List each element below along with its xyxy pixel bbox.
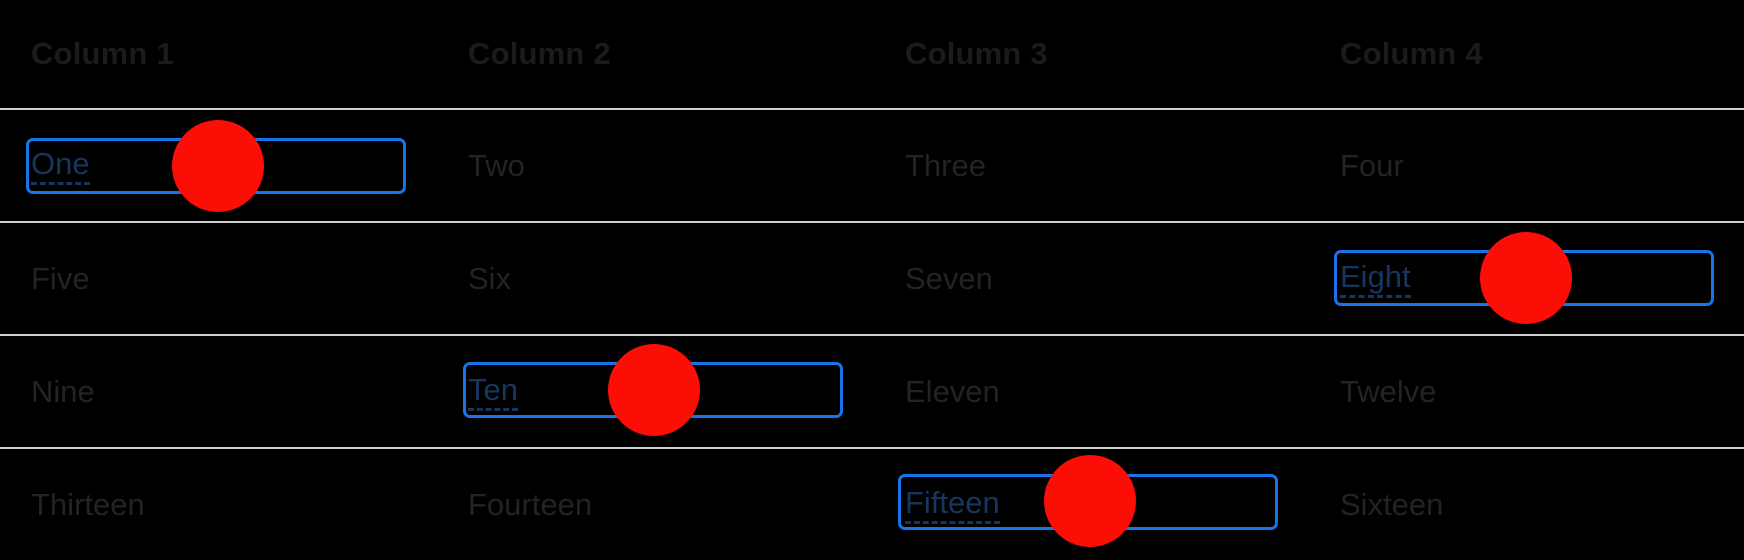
- table-cell: One: [0, 109, 437, 223]
- table-cell: Fourteen: [437, 448, 874, 560]
- table-row: Five Six Seven Eight: [0, 222, 1744, 336]
- table-cell: Twelve: [1309, 335, 1744, 449]
- table-cell: Seven: [874, 222, 1309, 336]
- table-cell: Nine: [0, 335, 437, 449]
- table-cell: Six: [437, 222, 874, 336]
- table-row: Thirteen Fourteen Fifteen Sixteen: [0, 448, 1744, 560]
- table-body: One Two Three Four Five Six Seven Eight …: [0, 109, 1744, 560]
- column-header-1: Column 1: [0, 0, 437, 110]
- table-cell: Four: [1309, 109, 1744, 223]
- table-header: Column 1 Column 2 Column 3 Column 4: [0, 0, 1744, 110]
- table-cell: Sixteen: [1309, 448, 1744, 560]
- table-cell: Fifteen: [874, 448, 1309, 560]
- table-cell: Three: [874, 109, 1309, 223]
- table-header-row: Column 1 Column 2 Column 3 Column 4: [0, 0, 1744, 110]
- cell-link-ten[interactable]: Ten: [468, 373, 518, 412]
- cell-link-one[interactable]: One: [31, 147, 90, 186]
- column-header-2: Column 2: [437, 0, 874, 110]
- table-cell: Ten: [437, 335, 874, 449]
- column-header-4: Column 4: [1309, 0, 1744, 110]
- table-row: One Two Three Four: [0, 109, 1744, 223]
- column-header-3: Column 3: [874, 0, 1309, 110]
- cell-link-fifteen[interactable]: Fifteen: [905, 486, 1000, 525]
- cell-link-eight[interactable]: Eight: [1340, 260, 1411, 299]
- table-cell: Five: [0, 222, 437, 336]
- table-cell: Thirteen: [0, 448, 437, 560]
- table-cell: Eight: [1309, 222, 1744, 336]
- table-row: Nine Ten Eleven Twelve: [0, 335, 1744, 449]
- table-cell: Eleven: [874, 335, 1309, 449]
- table-cell: Two: [437, 109, 874, 223]
